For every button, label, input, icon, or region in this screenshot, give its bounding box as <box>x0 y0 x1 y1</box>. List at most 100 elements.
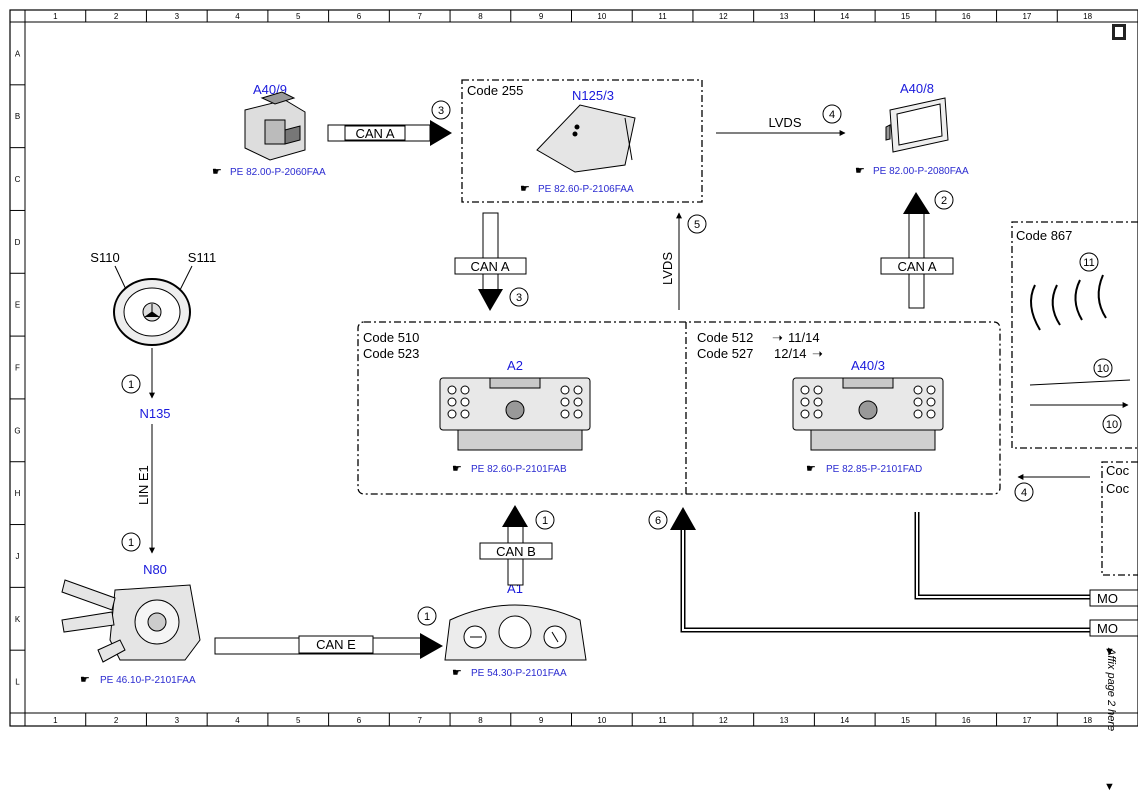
svg-text:Code 510: Code 510 <box>363 330 419 345</box>
a1-component[interactable]: A1 ☛ PE 54.30-P-2101FAA <box>444 581 587 679</box>
can-b-arrow: CAN B <box>479 505 553 586</box>
marker-10a: 10 <box>1093 358 1113 378</box>
column-number: 14 <box>840 12 849 21</box>
n125-3-ref: PE 82.60-P-2106FAA <box>538 184 634 195</box>
marker-1c: 1 <box>417 606 437 626</box>
svg-text:Code 527: Code 527 <box>697 346 753 361</box>
column-number: 17 <box>1022 716 1031 725</box>
row-letter: L <box>15 678 20 687</box>
can-b-label: CAN B <box>496 544 536 559</box>
column-number: 3 <box>175 12 180 21</box>
svg-text:2: 2 <box>941 195 947 207</box>
can-a-top-label: CAN A <box>355 126 394 141</box>
row-letter: E <box>15 301 20 310</box>
column-number: 7 <box>417 12 422 21</box>
column-number: 14 <box>840 716 849 725</box>
svg-text:Coc: Coc <box>1106 481 1130 496</box>
a2-ref: PE 82.60-P-2101FAB <box>471 464 567 475</box>
marker-3a: 3 <box>431 100 451 120</box>
svg-text:4: 4 <box>829 109 835 121</box>
marker-1a: 1 <box>121 374 141 394</box>
column-number: 5 <box>296 12 301 21</box>
svg-text:3: 3 <box>516 292 522 304</box>
column-number: 11 <box>658 12 667 21</box>
column-number: 4 <box>235 716 240 725</box>
svg-text:10: 10 <box>1097 363 1109 375</box>
column-number: 6 <box>357 12 362 21</box>
instrument-cluster-icon <box>444 604 587 661</box>
svg-text:11: 11 <box>1083 257 1094 269</box>
code-867-label: Code 867 <box>1016 228 1072 243</box>
svg-text:Code 523: Code 523 <box>363 346 419 361</box>
column-number: 1 <box>53 12 58 21</box>
column-number: 10 <box>597 716 606 725</box>
column-number: 18 <box>1083 12 1092 21</box>
column-number: 7 <box>417 716 422 725</box>
a40-8-component[interactable]: A40/8 ☛ PE 82.00-P-2080FAA <box>855 81 969 177</box>
row-letter: C <box>15 175 21 184</box>
column-number: 9 <box>539 12 544 21</box>
drawing-frame <box>9 9 1138 727</box>
reference-hand-icon: ☛ <box>452 667 462 679</box>
lin-e1-arrow: LIN E1 <box>136 424 155 554</box>
svg-text:10: 10 <box>1106 419 1118 431</box>
row-letter: A <box>15 49 21 58</box>
book-icon <box>1112 24 1126 40</box>
n125-3-label: N125/3 <box>572 88 614 103</box>
marker-11: 11 <box>1079 252 1099 272</box>
mo-1-label: MO <box>1097 591 1118 606</box>
head-unit-box <box>357 321 1001 495</box>
column-number: 18 <box>1083 716 1092 725</box>
a2-component[interactable]: Code 510 Code 523 A2 ☛ PE 82.60-P-2101FA… <box>363 330 591 475</box>
reference-hand-icon: ☛ <box>212 166 222 178</box>
steering-column-module-icon <box>61 579 201 663</box>
column-number: 15 <box>901 12 910 21</box>
can-a-top-arrow: CAN A <box>327 120 452 146</box>
mo-2-label: MO <box>1097 621 1118 636</box>
a40-3-component[interactable]: Code 512 Code 527 ➝ 11/14 12/14 ➝ A40/3 … <box>697 330 944 475</box>
a40-8-label: A40/8 <box>900 81 934 96</box>
svg-text:12/14: 12/14 <box>774 346 807 361</box>
a40-9-component[interactable]: A40/9 PE 82.00-P-2060FAA ☛ <box>212 82 326 178</box>
svg-text:5: 5 <box>694 219 700 231</box>
radio-unit-icon-a2 <box>439 377 591 451</box>
n80-component[interactable]: N80 ☛ PE 46.10-P-2101FAA <box>61 562 201 686</box>
column-number: 9 <box>539 716 544 725</box>
n125-3-component[interactable]: Code 255 N125/3 ☛ PE 82.60-P-2106FAA <box>461 79 703 203</box>
n80-ref: PE 46.10-P-2101FAA <box>100 675 196 686</box>
a2-label: A2 <box>507 358 523 373</box>
reference-hand-icon: ☛ <box>855 165 865 177</box>
column-number: 11 <box>658 716 667 725</box>
row-letter: F <box>15 364 20 373</box>
marker-2: 2 <box>934 190 954 210</box>
affix-note-text: Affix page 2 here <box>1105 647 1117 731</box>
n80-label: N80 <box>143 562 167 577</box>
column-number: 2 <box>114 716 119 725</box>
a1-ref: PE 54.30-P-2101FAA <box>471 668 567 679</box>
marker-3b: 3 <box>509 287 529 307</box>
marker-1d: 1 <box>535 510 555 530</box>
column-number: 12 <box>719 716 728 725</box>
can-e-arrow: CAN E <box>214 633 443 659</box>
radio-unit-icon-a40-3 <box>792 377 944 451</box>
column-number: 10 <box>597 12 606 21</box>
svg-text:4: 4 <box>1021 487 1027 499</box>
lvds-vertical-label: LVDS <box>660 252 675 285</box>
reference-hand-icon: ☛ <box>452 463 462 475</box>
affix-note: Affix page 2 here ▼ ▼ <box>1104 646 1117 793</box>
a40-9-ref: PE 82.00-P-2060FAA <box>230 167 326 178</box>
code-867-box: Code 867 11 10 10 <box>1011 221 1138 449</box>
row-letter: D <box>15 238 21 247</box>
lvds-vertical-arrow: LVDS <box>660 212 682 310</box>
reference-hand-icon: ☛ <box>806 463 816 475</box>
display-icon <box>885 97 949 153</box>
column-number: 6 <box>357 716 362 725</box>
steering-wheel-component[interactable]: S110 S111 <box>90 250 216 346</box>
can-a-left-arrow: CAN A <box>454 212 527 311</box>
can-e-label: CAN E <box>316 637 356 652</box>
column-number: 12 <box>719 12 728 21</box>
triangle-down-icon: ▼ <box>1104 646 1115 658</box>
